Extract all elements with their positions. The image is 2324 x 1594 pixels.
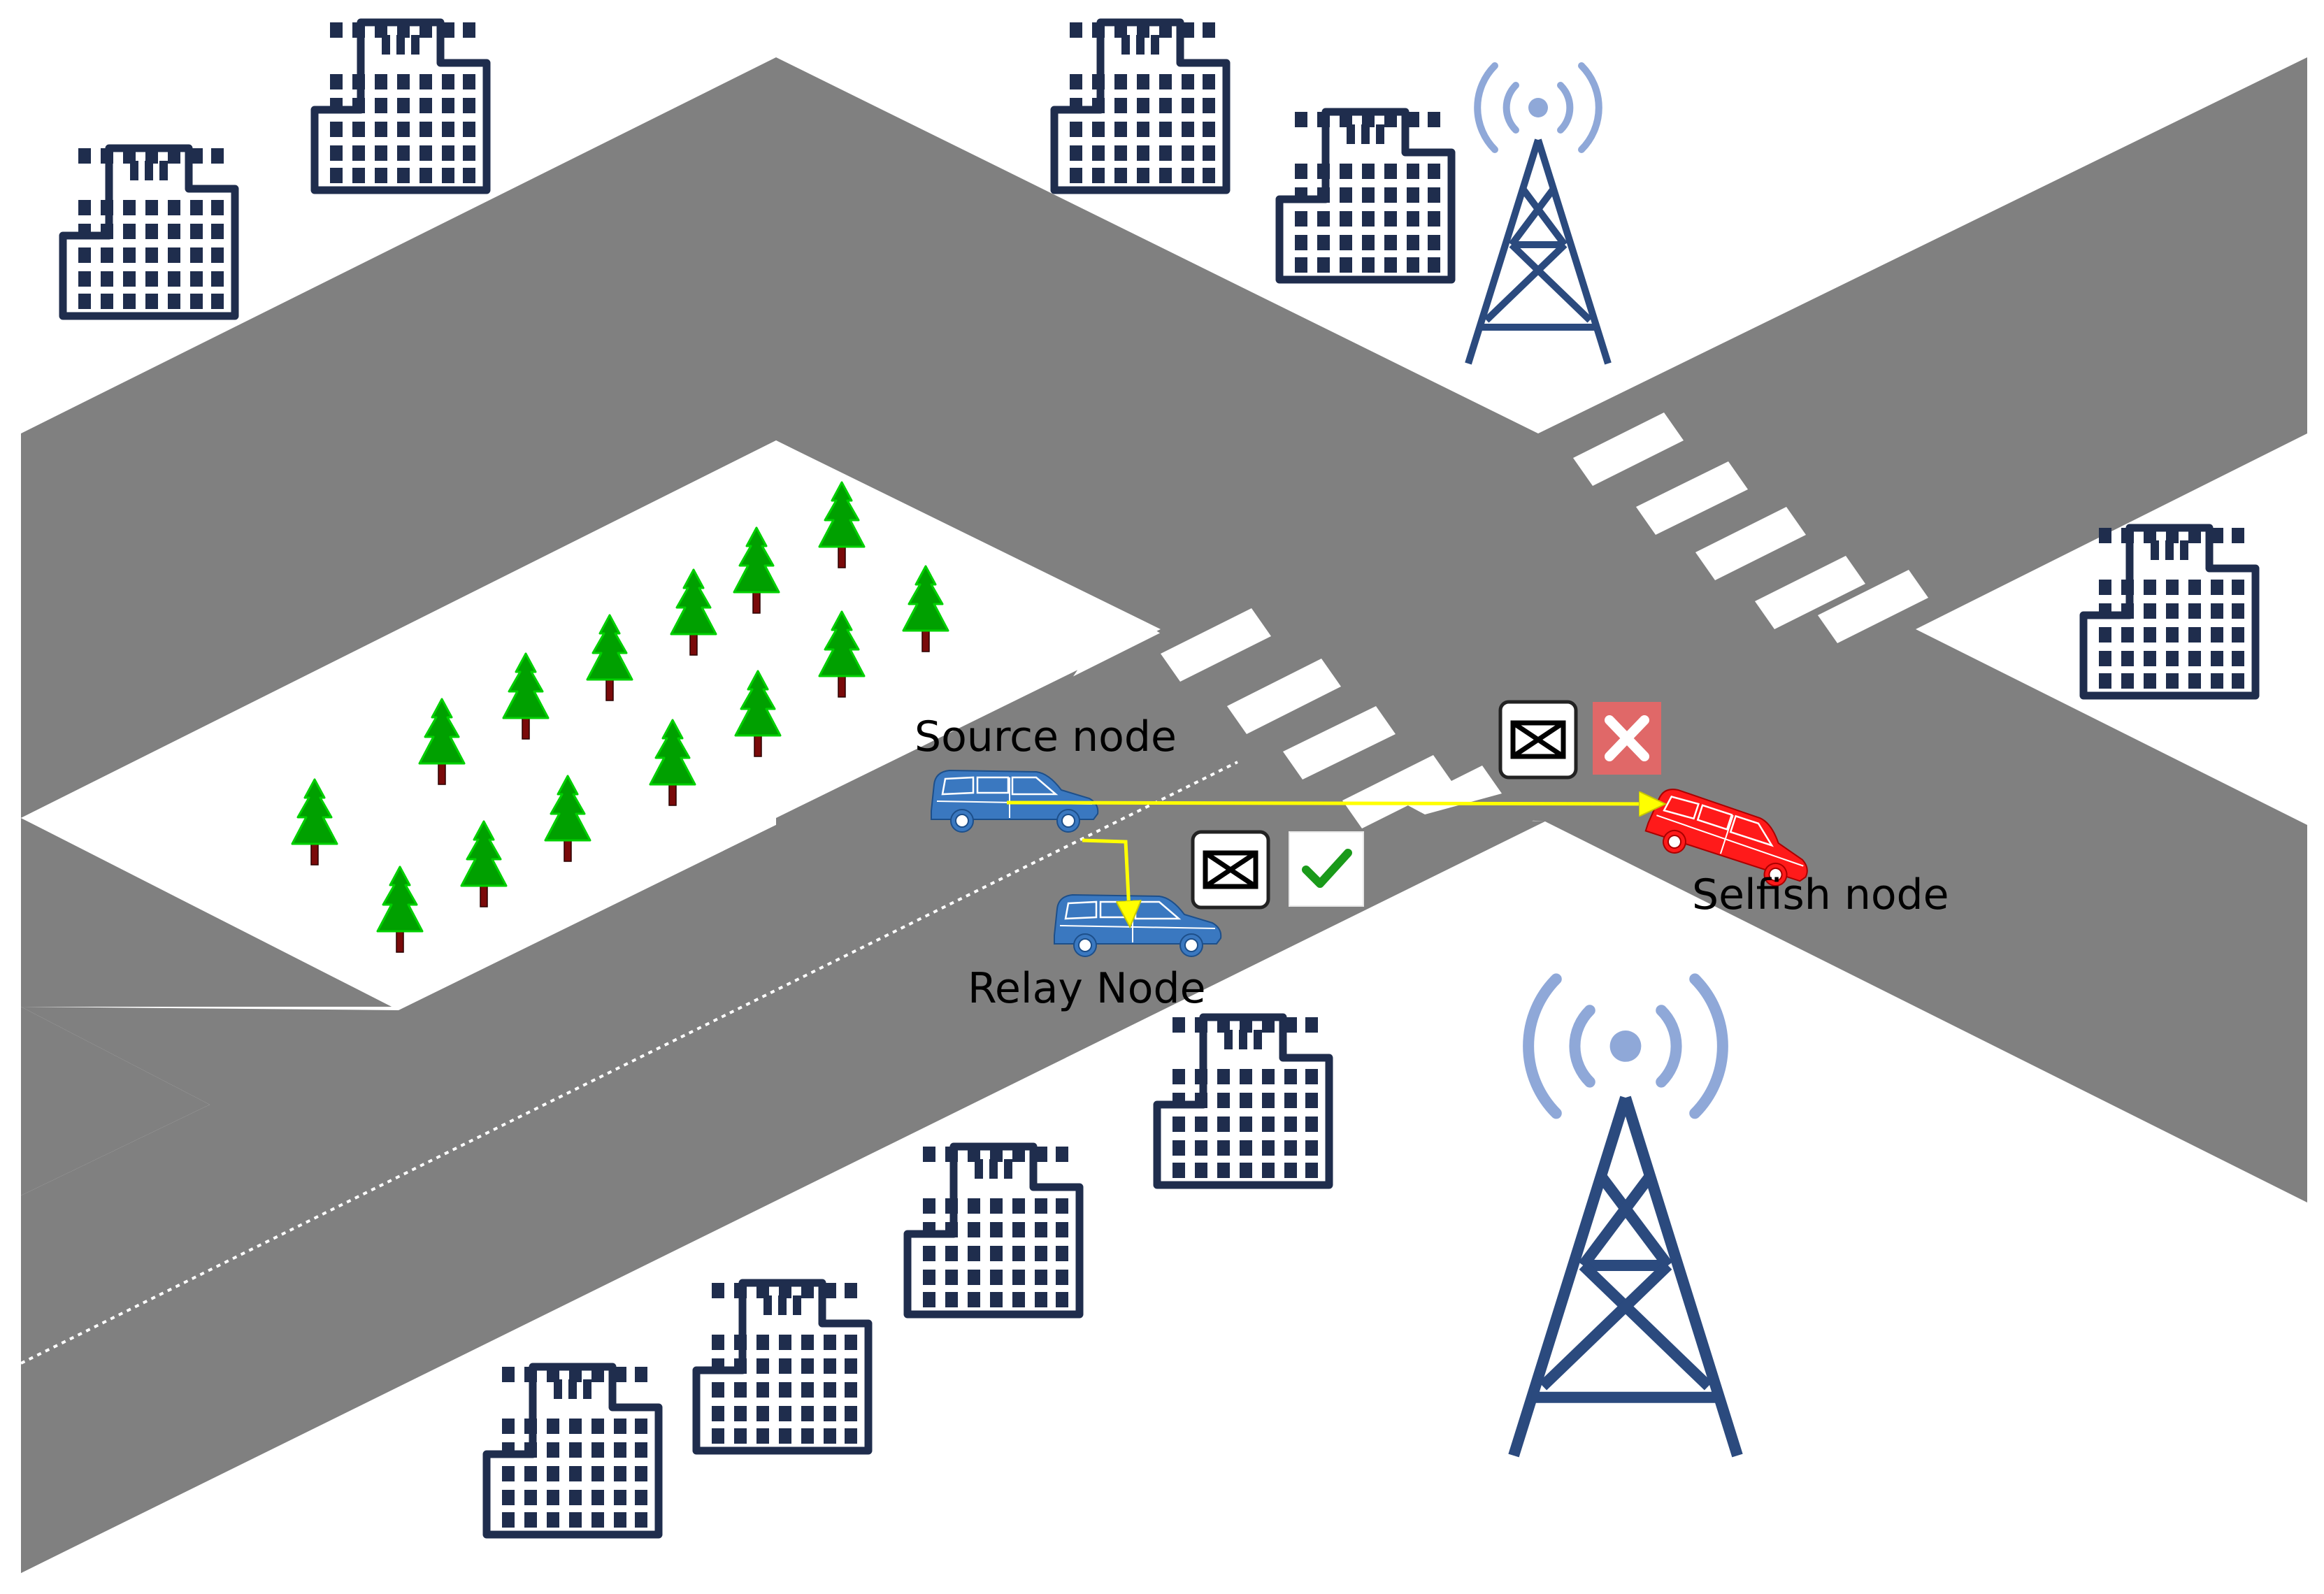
road-left-branch: [21, 1007, 210, 1196]
building-icon: [1279, 112, 1451, 280]
building-icon: [487, 1367, 659, 1535]
source-node-label: Source node: [914, 712, 1177, 761]
cross-icon: [1593, 702, 1661, 775]
relay-node-label: Relay Node: [968, 964, 1206, 1013]
lane-divider: [20, 761, 1238, 1365]
checkmark-icon: [1289, 831, 1364, 907]
building-icon: [1157, 1017, 1329, 1185]
building-icon: [315, 22, 487, 190]
selfish-node-label: Selfish node: [1692, 870, 1949, 919]
crosswalk-right: [1573, 412, 1928, 643]
building-icon: [63, 148, 235, 316]
building-icon: [1054, 22, 1226, 190]
envelope-icon: [1500, 702, 1576, 777]
building-icon: [696, 1283, 868, 1451]
cell-tower-icon: [1468, 66, 1608, 364]
arrow-source-to-relay: [1082, 838, 1130, 924]
road-right-arm: [1538, 57, 2307, 1202]
cell-tower-icon: [1514, 979, 1737, 1456]
building-icon: [908, 1147, 1079, 1314]
building-icon: [2083, 528, 2255, 696]
envelope-icon: [1193, 832, 1268, 907]
park-block: [21, 440, 1161, 1010]
arrow-source-to-selfish: [1006, 803, 1663, 804]
road-upper-left: [21, 57, 1559, 818]
road-diagonal: [21, 633, 1538, 1573]
